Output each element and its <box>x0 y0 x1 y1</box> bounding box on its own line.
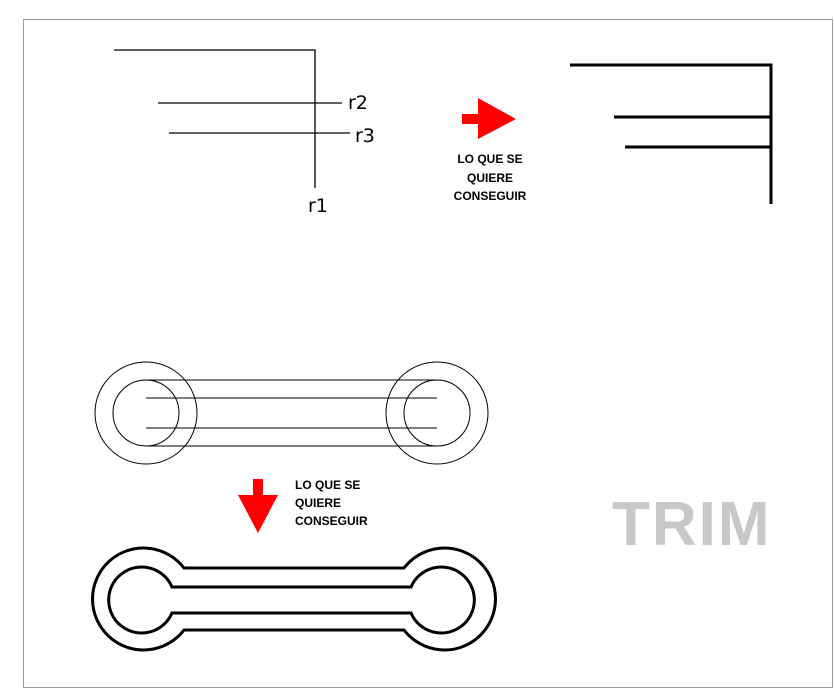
original-lines <box>114 49 350 188</box>
bottom-caption-line-2: QUIERE <box>295 496 341 510</box>
dumbbell-inner <box>107 565 476 635</box>
trimmed-lines <box>570 63 773 204</box>
drawing-frame <box>23 19 833 688</box>
arrow-down-icon <box>238 479 278 533</box>
label-r1: r1 <box>308 195 328 217</box>
top-caption-line-2: QUIERE <box>467 171 513 185</box>
dumbbell-outer <box>91 546 497 652</box>
label-r3: r3 <box>355 125 375 147</box>
top-caption-line-3: CONSEGUIR <box>454 189 527 203</box>
original-circles-and-lines <box>94 361 489 465</box>
trimmed-dumbbell <box>91 546 497 652</box>
bottom-caption-line-1: LO QUE SE <box>295 478 360 492</box>
line-r1-top-and-vertical <box>114 49 316 188</box>
label-r2: r2 <box>348 92 368 114</box>
bottom-caption-line-3: CONSEGUIR <box>295 514 368 528</box>
top-caption-line-1: LO QUE SE <box>457 152 522 166</box>
title-trim: TRIM <box>612 490 772 559</box>
arrow-right-icon <box>462 98 516 139</box>
